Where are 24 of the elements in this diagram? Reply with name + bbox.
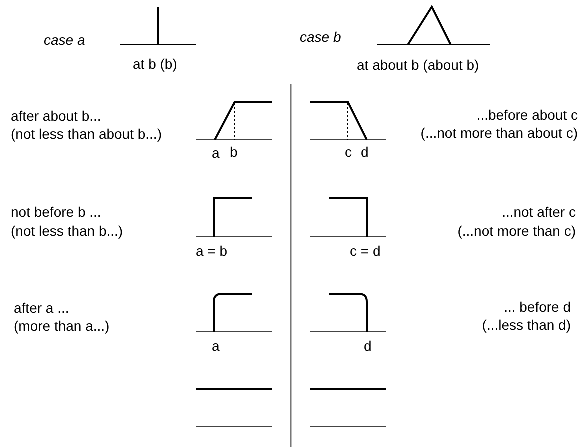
description-text: ...not after c [502, 204, 576, 220]
description-text: after about b... [11, 108, 102, 124]
axis-point-label: b [230, 144, 238, 160]
axis-point-label: a = b [196, 243, 228, 259]
description-text: after a ... [14, 300, 70, 316]
description-text: (not less than b...) [11, 223, 124, 239]
description-text: (not less than about b...) [11, 126, 162, 142]
axis-point-label: c [345, 144, 352, 160]
description-text: ... before d [504, 299, 571, 315]
caption-text: at about b (about b) [357, 57, 480, 73]
case-label: case b [300, 29, 342, 45]
description-text: (more than a...) [14, 318, 110, 334]
axis-point-label: a [212, 338, 220, 354]
axis-point-label: d [361, 144, 369, 160]
axis-point-label: d [364, 338, 372, 354]
description-text: (...not more than c) [458, 223, 576, 239]
description-text: (...less than d) [482, 317, 571, 333]
axis-point-label: c = d [350, 243, 381, 259]
description-text: (...not more than about c) [420, 125, 578, 141]
caption-text: at b (b) [133, 56, 178, 72]
case-label: case a [44, 32, 86, 48]
description-text: not before b ... [11, 204, 102, 220]
description-text: ...before about c [476, 107, 578, 123]
axis-point-label: a [212, 145, 220, 161]
